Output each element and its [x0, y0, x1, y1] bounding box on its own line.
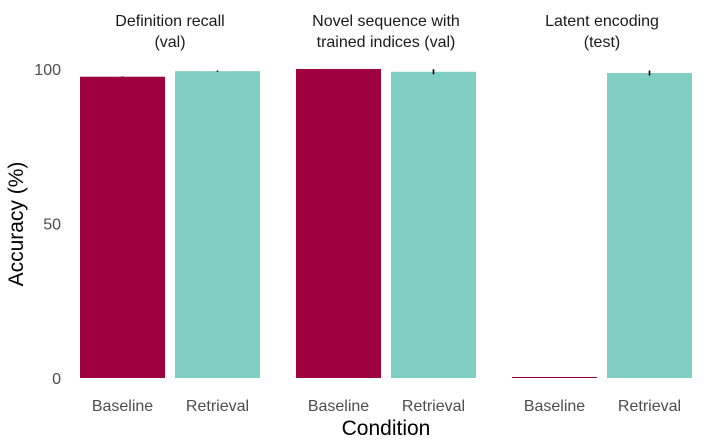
bar-baseline — [512, 377, 597, 378]
panel-title-line: trained indices (val) — [317, 34, 456, 51]
panel-3: Latent encoding (test) Baseline Retrieval — [512, 13, 692, 415]
panel-2: Novel sequence with trained indices (val)… — [296, 13, 476, 415]
x-tick-label: Retrieval — [402, 398, 465, 415]
panel-1: Definition recall (val) Baseline Retrieval — [80, 13, 260, 415]
bar-baseline — [80, 76, 165, 378]
x-tick-label: Baseline — [308, 398, 369, 415]
panel-title-line: Latent encoding — [545, 13, 659, 30]
y-tick-label: 100 — [34, 62, 61, 79]
panel-title-line: Definition recall — [115, 13, 224, 30]
x-tick-label: Baseline — [524, 398, 585, 415]
panel-title-line: Novel sequence with — [312, 13, 460, 30]
x-axis-title: Condition — [342, 417, 431, 440]
x-tick-label: Retrieval — [186, 398, 249, 415]
x-tick-label: Baseline — [92, 398, 153, 415]
x-tick-label: Retrieval — [618, 398, 681, 415]
bar-baseline — [296, 69, 381, 378]
y-axis: 0 50 100 — [34, 62, 61, 388]
bar-retrieval — [175, 71, 260, 379]
bar-retrieval — [607, 73, 692, 378]
bar-retrieval — [391, 71, 476, 378]
panel-title-line: (test) — [584, 34, 620, 51]
y-tick-label: 0 — [52, 371, 61, 388]
y-tick-label: 50 — [43, 217, 61, 234]
y-axis-title: Accuracy (%) — [5, 162, 28, 287]
panel-title-line: (val) — [154, 34, 185, 51]
